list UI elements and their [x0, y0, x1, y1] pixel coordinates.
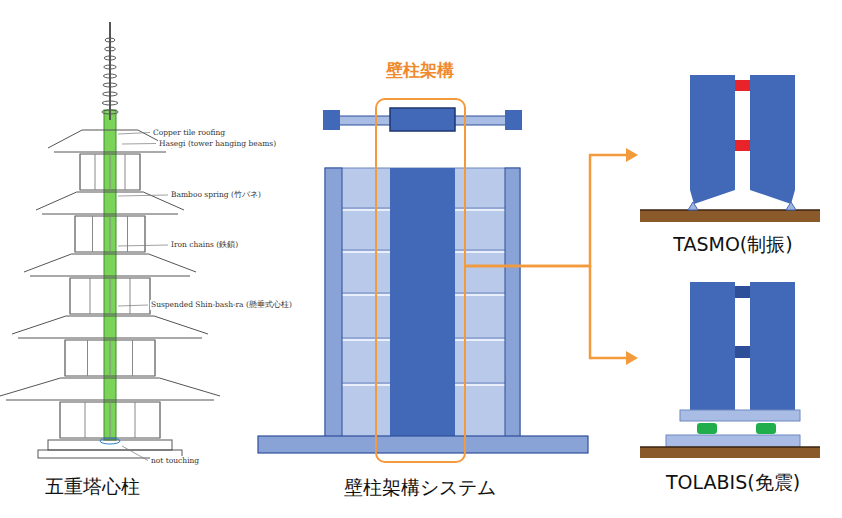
- frame-outline: 壁柱架構: [375, 98, 466, 463]
- tasmo-drawing: [640, 75, 820, 222]
- leader-line: [118, 133, 150, 135]
- tolabis-drawing: [640, 282, 820, 458]
- system-figure: TOLABIS(免震): [638, 272, 828, 496]
- caption: 壁柱架構システム: [344, 475, 496, 501]
- system-figure: TASMO(制振): [638, 62, 828, 258]
- system-name: TASMO(制振): [673, 232, 792, 258]
- leader-line: [118, 305, 148, 306]
- system-name: TOLABIS(免震): [666, 470, 800, 496]
- part-label: not touching: [150, 456, 200, 465]
- leader-line: [118, 195, 168, 196]
- part-label: Bamboo spring (竹バネ): [170, 190, 262, 200]
- part-label: Hasegi (tower hanging beams): [158, 139, 277, 148]
- frame-heading: 壁柱架構: [386, 59, 454, 82]
- leader-line: [118, 245, 168, 246]
- branch-arrow: [466, 266, 638, 365]
- leader-line: [122, 446, 148, 461]
- branch-arrow: [466, 148, 638, 266]
- building-drawing: [258, 108, 588, 453]
- part-label: Iron chains (鉄鎖): [170, 240, 239, 250]
- leader-line: [122, 143, 156, 145]
- part-label: Copper tile roofing: [152, 128, 226, 137]
- part-label: Suspended Shin-bash-ra (懸垂式心柱): [150, 300, 293, 310]
- caption: 五重塔心柱: [45, 474, 140, 500]
